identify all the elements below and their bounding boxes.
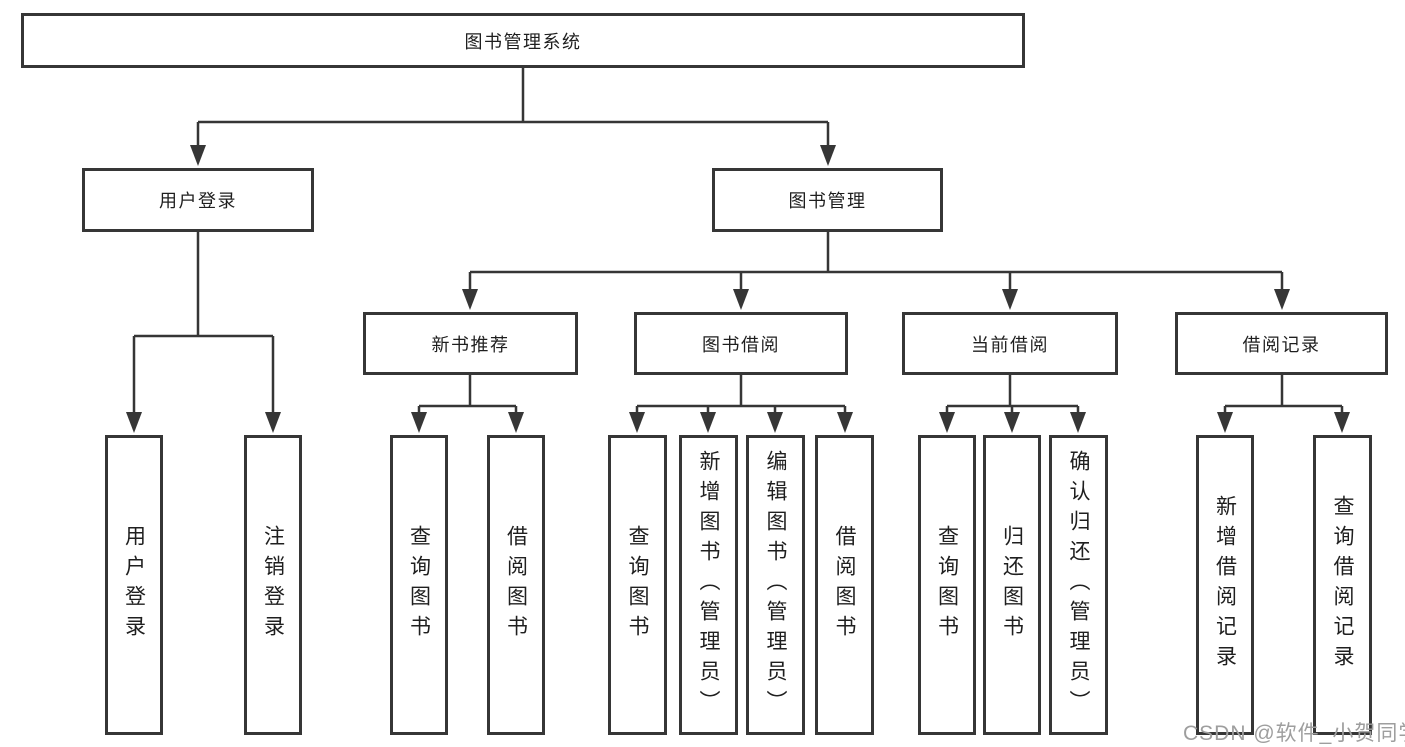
- node-book-borrowing: 图书借阅: [634, 312, 848, 375]
- leaf-label: 编辑图书（管理员）: [764, 450, 787, 720]
- connector-book-management-children: [468, 232, 1284, 293]
- node-new-book-recommend: 新书推荐: [363, 312, 578, 375]
- csdn-watermark: CSDN @软件_小贺同学: [1183, 722, 1405, 745]
- node-label: 用户登录: [159, 191, 237, 211]
- leaf-query-borrow-record: 查询借阅记录: [1313, 435, 1372, 735]
- arrowhead: [265, 412, 281, 433]
- connector-new-book-children: [417, 375, 518, 416]
- leaf-label: 确认归还（管理员）: [1067, 450, 1090, 720]
- leaf-label: 查询借阅记录: [1331, 495, 1354, 675]
- leaf-add-borrow-record: 新增借阅记录: [1196, 435, 1254, 735]
- leaf-label: 查询图书: [407, 525, 431, 645]
- node-label: 借阅记录: [1242, 334, 1321, 355]
- leaf-label: 注销登录: [261, 525, 285, 645]
- connector-book-borrow-children: [635, 375, 847, 416]
- leaf-query-books-newbook: 查询图书: [390, 435, 448, 735]
- leaf-logout: 注销登录: [244, 435, 302, 735]
- arrowhead: [820, 145, 836, 166]
- node-label: 图书借阅: [702, 334, 780, 355]
- leaf-label: 归还图书: [1000, 525, 1024, 645]
- leaf-query-books-current: 查询图书: [918, 435, 976, 735]
- leaf-add-book-admin: 新增图书（管理员）: [679, 435, 738, 735]
- arrowhead: [939, 412, 955, 433]
- arrowhead: [733, 289, 749, 310]
- node-borrowing-records: 借阅记录: [1175, 312, 1388, 375]
- arrowhead: [1274, 289, 1290, 310]
- arrowhead: [1004, 412, 1020, 433]
- leaf-label: 新增图书（管理员）: [697, 450, 720, 720]
- leaf-confirm-return-admin: 确认归还（管理员）: [1049, 435, 1108, 735]
- node-label: 当前借阅: [971, 334, 1049, 355]
- arrowhead: [126, 412, 142, 433]
- node-book-management: 图书管理: [712, 168, 943, 232]
- arrowhead: [629, 412, 645, 433]
- leaf-query-books-borrow: 查询图书: [608, 435, 667, 735]
- arrowhead: [462, 289, 478, 310]
- connector-user-login-children: [132, 232, 275, 416]
- leaf-label: 借阅图书: [833, 525, 856, 645]
- connector-current-borrow-children: [945, 375, 1080, 416]
- leaf-label: 查询图书: [626, 525, 649, 645]
- arrowhead: [411, 412, 427, 433]
- leaf-label: 查询图书: [935, 525, 959, 645]
- arrowhead: [767, 412, 783, 433]
- leaf-label: 用户登录: [122, 525, 146, 645]
- arrowhead: [700, 412, 716, 433]
- leaf-label: 借阅图书: [504, 525, 528, 645]
- arrowhead: [1334, 412, 1350, 433]
- connector-borrow-records-children: [1223, 375, 1344, 416]
- leaf-label: 新增借阅记录: [1213, 495, 1237, 675]
- node-library-management-system: 图书管理系统: [21, 13, 1025, 68]
- arrowhead: [1002, 289, 1018, 310]
- node-label: 图书管理系统: [464, 31, 582, 52]
- leaf-borrow-books-newbook: 借阅图书: [487, 435, 545, 735]
- connector-root-to-level2: [196, 68, 830, 150]
- arrowhead: [190, 145, 206, 166]
- leaf-edit-book-admin: 编辑图书（管理员）: [746, 435, 805, 735]
- leaf-borrow-books-borrow: 借阅图书: [815, 435, 874, 735]
- arrowhead: [508, 412, 524, 433]
- leaf-user-login: 用户登录: [105, 435, 163, 735]
- node-user-login: 用户登录: [82, 168, 314, 232]
- node-label: 新书推荐: [431, 334, 510, 355]
- arrowhead: [1070, 412, 1086, 433]
- arrowhead: [837, 412, 853, 433]
- node-current-borrowing: 当前借阅: [902, 312, 1118, 375]
- arrowhead: [1217, 412, 1233, 433]
- leaf-return-book: 归还图书: [983, 435, 1041, 735]
- node-label: 图书管理: [788, 191, 867, 211]
